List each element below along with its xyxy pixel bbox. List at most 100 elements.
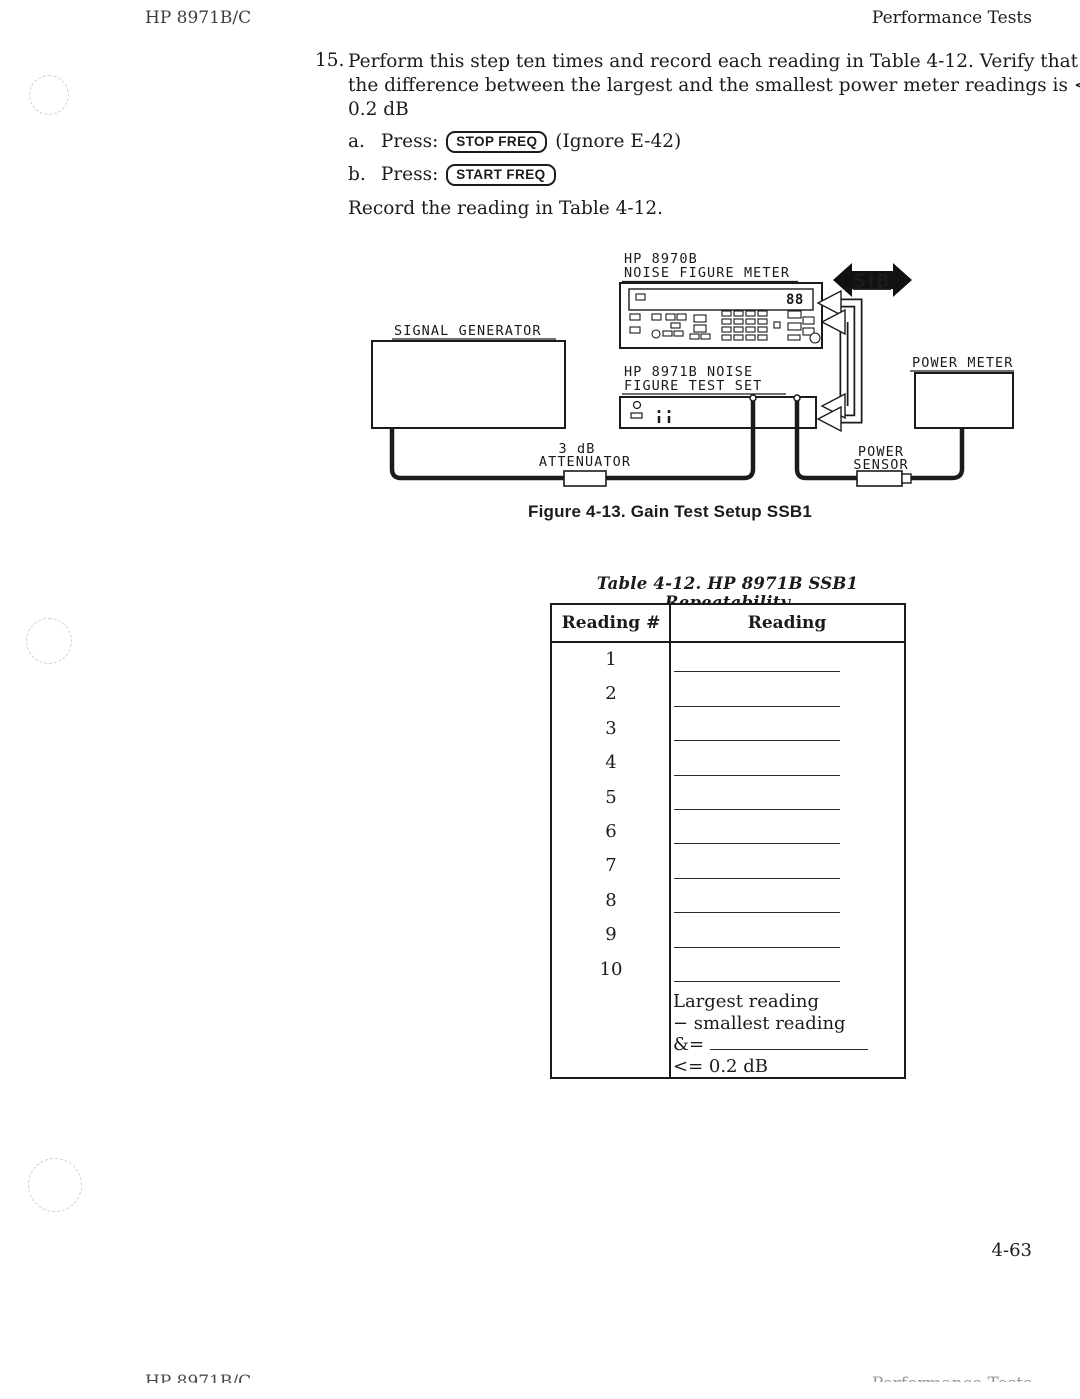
reading-number: 6: [605, 820, 617, 842]
reading-blank: [674, 774, 840, 776]
header-right: Performance Tests: [871, 8, 1032, 28]
testset-connector-post: [793, 394, 801, 402]
power-sensor-connector: [901, 473, 912, 484]
summary-delta-prefix: &=: [673, 1034, 705, 1055]
noise-figure-meter: HP 8970B NOISE FIGURE METER 88: [619, 251, 823, 349]
bus-arrowhead: [816, 289, 842, 317]
step-line-3: 0.2 dB: [348, 99, 409, 120]
start-freq-key: START FREQ: [446, 164, 556, 186]
sib-bus: SIB: [816, 263, 912, 433]
hole-punch-artifact: [29, 75, 69, 115]
power-meter-label: POWER METER: [912, 355, 1014, 371]
table-row: 1: [552, 643, 904, 677]
table-row: 3: [552, 712, 904, 746]
sib-arrow: [833, 263, 912, 297]
attenuator-label-line1: 3 dB: [559, 441, 596, 457]
test-set-label-line1: HP 8971B NOISE: [624, 364, 753, 380]
nfm-display: [628, 288, 814, 311]
footer-left: HP 8971B/C: [145, 1372, 252, 1383]
step-number: 15.: [315, 50, 345, 71]
summary-delta: &=: [673, 1034, 868, 1056]
attenuator: 3 dB ATTENUATOR: [539, 441, 631, 487]
nfm-knob: [809, 332, 821, 344]
reading-number: 2: [605, 683, 617, 705]
reading-number: 5: [605, 786, 617, 808]
table-column-divider: [669, 605, 671, 1077]
testset-to-sensor-cable: [794, 400, 860, 481]
bus-arrowhead: [816, 405, 842, 433]
table-row: 4: [552, 746, 904, 780]
reading-blank: [674, 671, 840, 673]
sib-label: SIB: [853, 270, 891, 292]
reading-blank: [674, 946, 840, 948]
attenuator-box: [563, 470, 607, 487]
nfm-display-digits: 88: [786, 292, 804, 308]
column-header-reading: Reading: [747, 613, 827, 633]
signal-generator-box: [371, 340, 566, 429]
summary-limit: <= 0.2 dB: [673, 1055, 768, 1077]
step-line-2: the difference between the largest and t…: [348, 75, 1080, 96]
reading-number: 9: [605, 924, 617, 946]
test-set-label-line2: FIGURE TEST SET: [624, 378, 762, 394]
table-row: 5: [552, 781, 904, 815]
stop-freq-key: STOP FREQ: [446, 131, 548, 153]
header-left: HP 8971B/C: [145, 8, 252, 28]
reading-number: 7: [605, 855, 617, 877]
nfm-label-line2: NOISE FIGURE METER: [624, 265, 790, 281]
power-sensor: POWER SENSOR: [853, 444, 912, 487]
substep-a: a. Press: STOP FREQ (Ignore E-42): [348, 131, 681, 153]
substep-b-press: Press:: [380, 164, 439, 185]
power-meter-box: [914, 372, 1014, 429]
substep-b-label: b.: [348, 164, 366, 185]
reading-number: 8: [605, 889, 617, 911]
hole-punch-artifact: [26, 618, 72, 664]
power-sensor-label-line1: POWER: [858, 444, 904, 460]
record-instruction: Record the reading in Table 4-12.: [348, 198, 664, 219]
signal-generator: SIGNAL GENERATOR: [371, 323, 566, 429]
nfm-label-line1: HP 8970B: [624, 251, 698, 267]
power-sensor-box: [856, 470, 903, 487]
page-number: 4-63: [991, 1240, 1032, 1261]
reading-blank: [674, 912, 840, 914]
signal-generator-label: SIGNAL GENERATOR: [394, 323, 542, 339]
reading-number: 4: [605, 752, 617, 774]
table-row: 6: [552, 815, 904, 849]
test-set-box: [619, 396, 817, 429]
power-meter: POWER METER: [910, 355, 1014, 429]
attenuator-label-line2: ATTENUATOR: [539, 454, 631, 470]
substep-a-label: a.: [348, 131, 365, 152]
reading-blank: [674, 808, 840, 810]
reading-number: 3: [605, 717, 617, 739]
reading-number: 10: [599, 958, 623, 980]
substep-a-press: Press:: [380, 131, 439, 152]
summary-blank: [709, 1049, 868, 1050]
reading-blank: [674, 705, 840, 707]
table-row: 8: [552, 884, 904, 918]
gain-test-setup-diagram: HP 8970B NOISE FIGURE METER 88 SIB: [0, 245, 1080, 545]
bus-arrowhead: [820, 308, 846, 336]
reading-number: 1: [605, 649, 617, 670]
table-row: 2: [552, 677, 904, 711]
hole-punch-artifact: [28, 1158, 82, 1212]
substep-b: b. Press: START FREQ: [348, 164, 558, 186]
repeatability-table: Reading # Reading 1 2 3 4 5 6 7 8 9 10 L…: [550, 603, 906, 1079]
step-line-1: Perform this step ten times and record e…: [348, 51, 1080, 72]
figure-caption: Figure 4-13. Gain Test Setup SSB1: [527, 502, 813, 521]
table-header: Reading # Reading: [552, 605, 904, 643]
front-panel-controls: [629, 310, 821, 344]
table-row: 7: [552, 849, 904, 883]
substep-a-note: (Ignore E-42): [555, 131, 682, 152]
table-row: 9: [552, 918, 904, 952]
sensor-to-powermeter-cable: [903, 428, 965, 481]
reading-blank: [674, 740, 840, 742]
footer-right: Performance Tests: [872, 1374, 1032, 1382]
table-row: 10: [552, 953, 904, 987]
summary-smallest: − smallest reading: [673, 1012, 846, 1034]
reading-blank: [674, 843, 840, 845]
table-summary: Largest reading − smallest reading &= <=…: [673, 991, 868, 1077]
power-sensor-label-line2: SENSOR: [853, 457, 908, 473]
summary-largest: Largest reading: [673, 991, 820, 1012]
column-header-reading-number: Reading #: [561, 613, 661, 633]
reading-blank: [674, 877, 840, 879]
step-paragraph: Perform this step ten times and record e…: [348, 50, 1080, 122]
